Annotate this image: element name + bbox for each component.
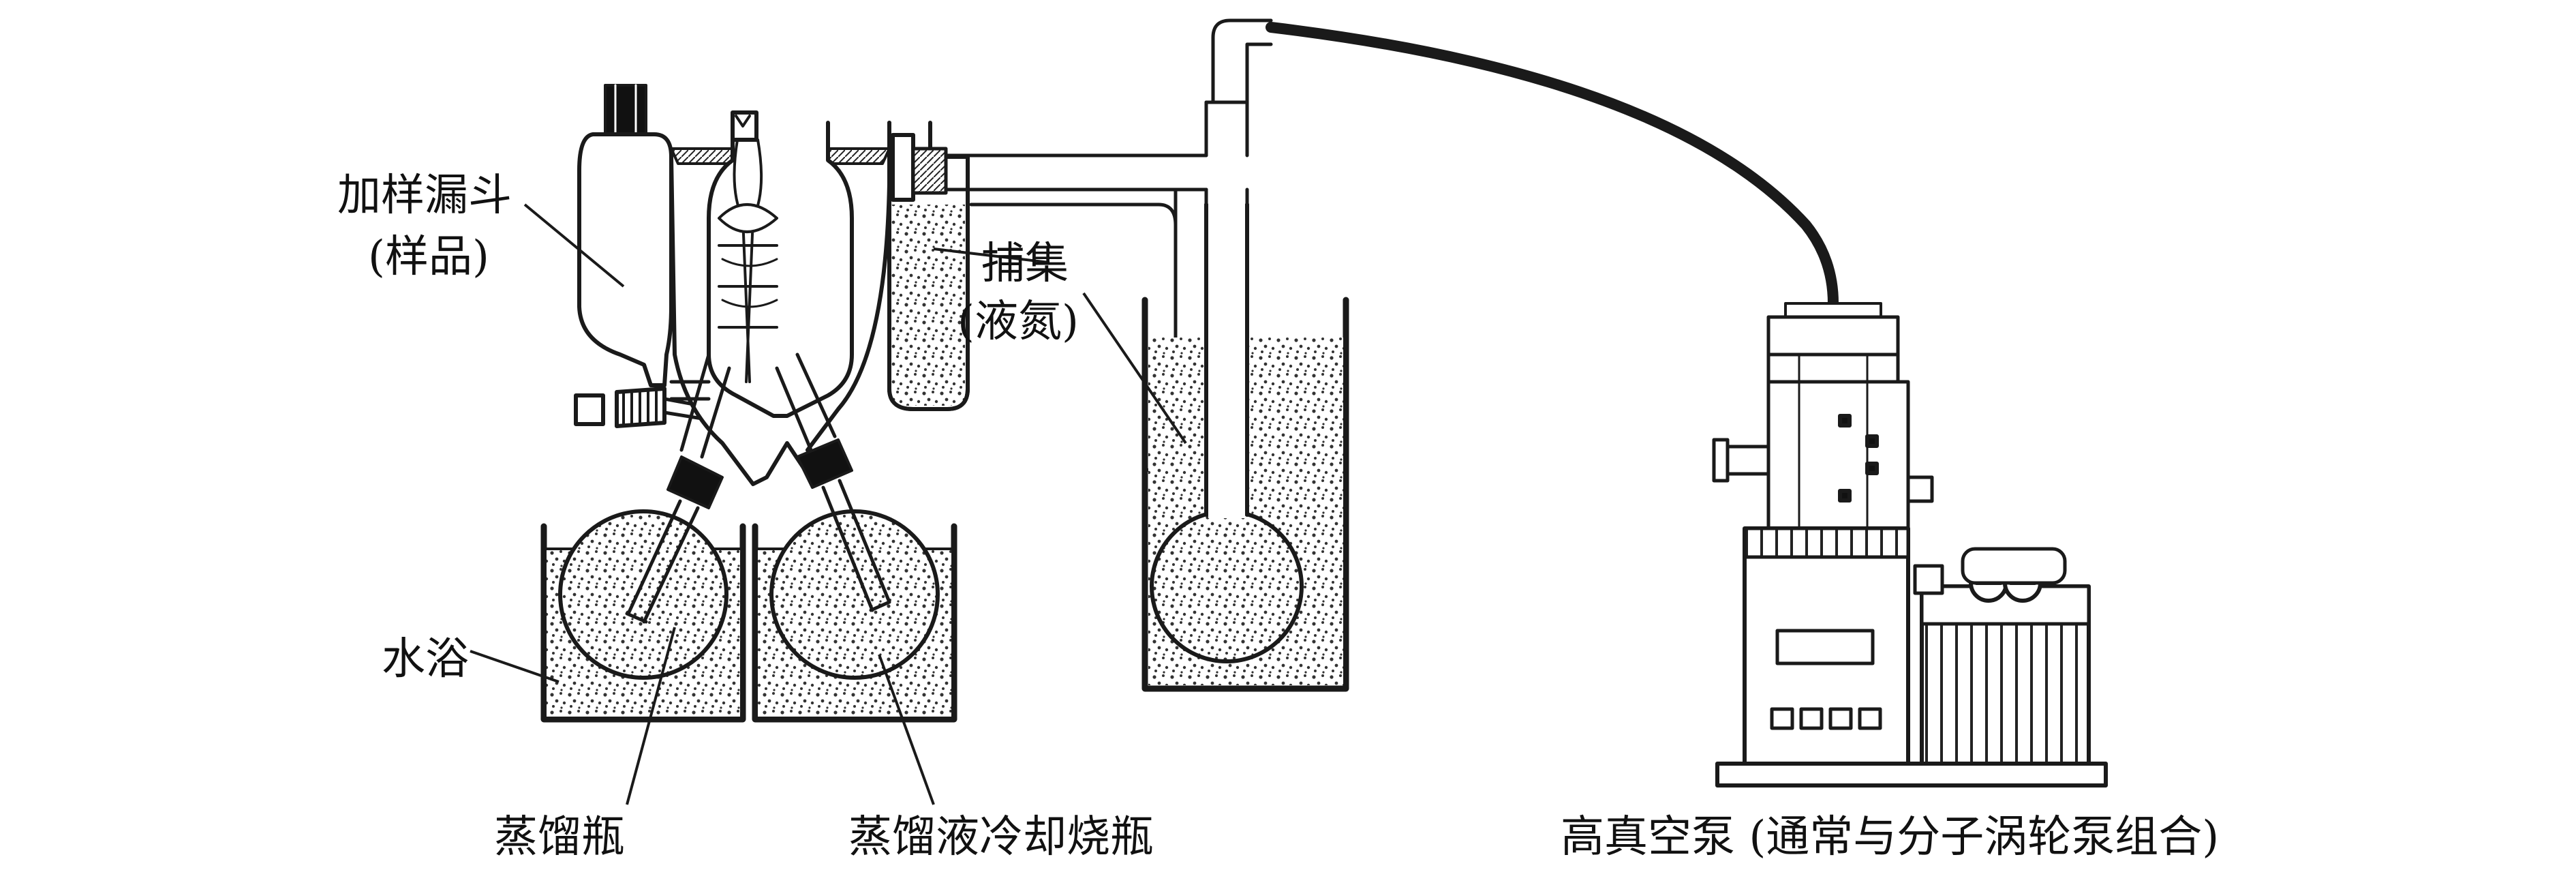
label-trap-liquid-nitrogen: (液氮) <box>957 297 1079 347</box>
small-trap <box>887 121 970 411</box>
leader-distill-flask <box>626 627 676 805</box>
leader-trap <box>933 247 1050 264</box>
joint-right <box>796 438 853 489</box>
label-trap: 捕集 <box>981 239 1069 289</box>
distillation-head <box>669 110 891 486</box>
cold-trap-bulb <box>1150 202 1304 663</box>
joint-left <box>666 455 724 509</box>
label-distill-flask: 蒸馏瓶 <box>494 812 625 862</box>
leader-water-bath <box>470 650 559 683</box>
label-funnel-sample: (样品) <box>368 232 489 282</box>
label-funnel: 加样漏斗 <box>337 170 512 221</box>
label-cooling-flask: 蒸馏液冷却烧瓶 <box>848 812 1154 862</box>
leader-funnel <box>523 203 625 288</box>
label-pump: 高真空泵 (通常与分子涡轮泵组合) <box>1561 812 2220 862</box>
vacuum-hose <box>1266 22 1839 309</box>
high-vacuum-pump <box>1712 302 2108 787</box>
inlet-tubes <box>625 479 891 624</box>
leader-cooling-flask <box>878 654 935 805</box>
cooling-flask <box>769 509 940 680</box>
label-water-bath: 水浴 <box>382 634 469 685</box>
sample-funnel <box>574 84 721 428</box>
distillation-flask <box>558 509 729 680</box>
leader-cold-trap <box>1082 292 1187 445</box>
